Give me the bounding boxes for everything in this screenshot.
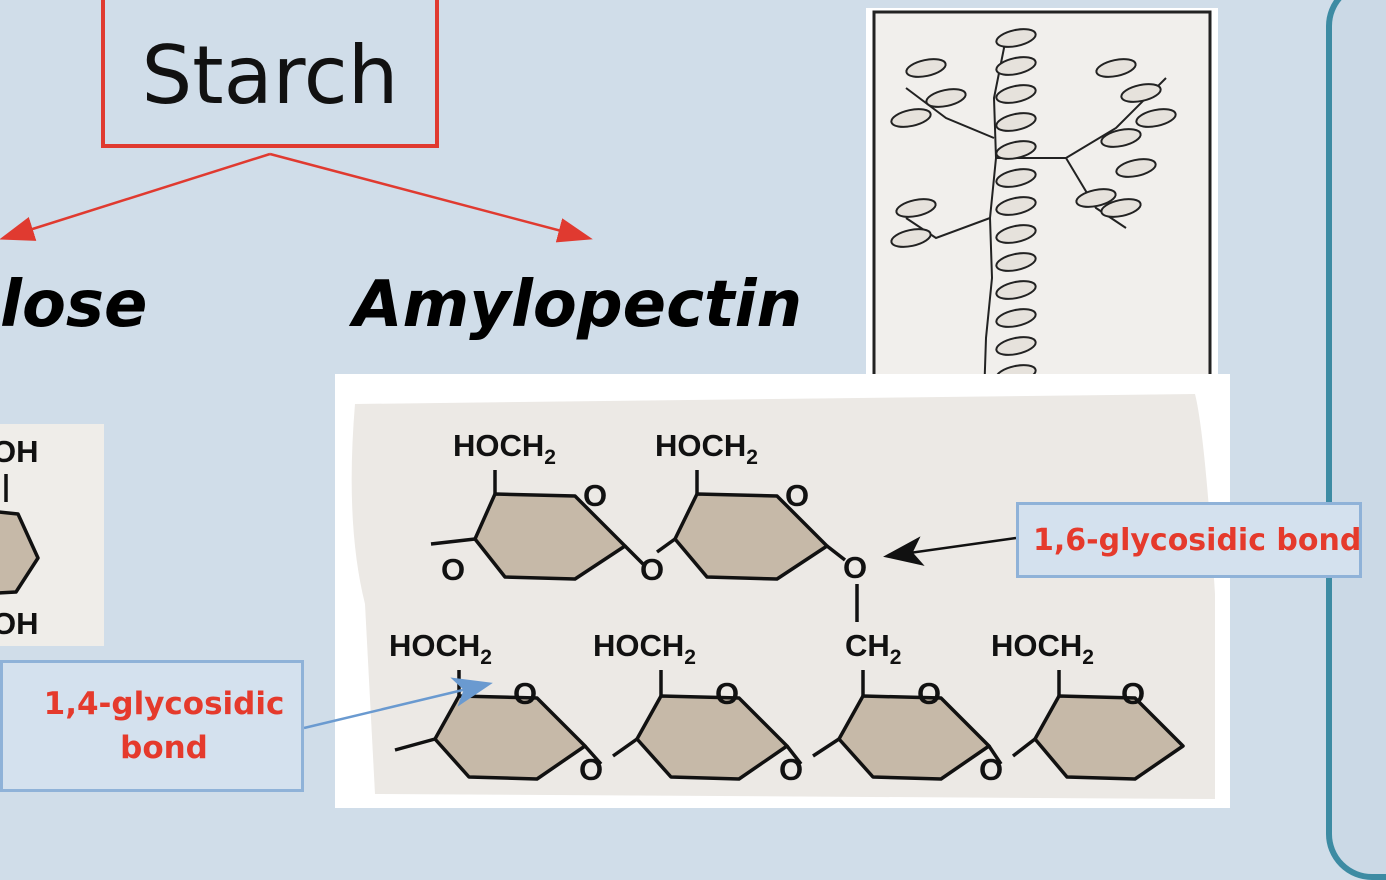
glucose-loop <box>905 58 947 78</box>
hoch2-label: HOCH2 <box>453 428 556 469</box>
glycosidic-oxygen: O <box>640 552 664 587</box>
arrow-to-amylose <box>0 152 271 241</box>
glucose-loop <box>1120 83 1162 103</box>
branch-arrows <box>0 152 593 243</box>
arrow-1-4-bond <box>303 677 493 730</box>
glucose-loop <box>995 84 1037 104</box>
ring-oxygen: O <box>785 478 809 513</box>
hoch2-label: HOCH2 <box>655 428 758 469</box>
ring-oxygen: O <box>1121 676 1145 711</box>
amylopectin-label: Amylopectin <box>353 268 803 342</box>
glucose-loop <box>1075 188 1117 208</box>
glucose-loop <box>1095 58 1137 78</box>
glucose-loop <box>1135 108 1177 128</box>
hoch2-label: HOCH2 <box>389 628 492 669</box>
page-title: Starch <box>141 28 399 122</box>
glucose-loop <box>995 280 1037 300</box>
callout-1-4-glycosidic-bond: 1,4-glycosidic bond <box>0 660 304 792</box>
molecule-row-top: HOCH2 O O O HOCH2 O O <box>430 428 867 622</box>
glycosidic-oxygen: O <box>979 752 1003 787</box>
ring-oxygen: O <box>715 676 739 711</box>
glucose-loop <box>995 140 1037 160</box>
glucose-loop <box>895 198 937 218</box>
glucose-loop <box>995 252 1037 272</box>
ring-oxygen: O <box>583 478 607 513</box>
amylose-label: lose <box>0 268 148 342</box>
slide-frame <box>1326 0 1386 880</box>
glycosidic-oxygen: O <box>579 752 603 787</box>
hoch2-label: HOCH2 <box>593 628 696 669</box>
glucose-loop <box>995 308 1037 328</box>
glucose-loop <box>1115 158 1157 178</box>
glucose-loop <box>995 224 1037 244</box>
arrow-to-amylopectin <box>269 152 593 243</box>
ch2-label: CH2 <box>845 628 901 669</box>
glucose-loop <box>1100 128 1142 148</box>
hoch2-label: HOCH2 <box>991 628 1094 669</box>
glucose-loop <box>925 88 967 108</box>
glucose-loop <box>890 228 932 248</box>
amylopectin-molecular-structure: HOCH2 O O O HOCH2 O O HOCH2 O O HOCH2 O … <box>335 374 1230 808</box>
glucose-loop <box>995 196 1037 216</box>
callout-1-4-line1: 1,4-glycosidic <box>43 686 285 722</box>
glucose-loop <box>890 108 932 128</box>
title-box: Starch <box>101 0 439 148</box>
callout-1-4-line2: bond <box>120 730 208 766</box>
oh-fragment-top: OH <box>0 434 39 469</box>
glucose-loop <box>995 168 1037 188</box>
glucose-loop <box>995 336 1037 356</box>
glucose-loop <box>1100 198 1142 218</box>
glucose-loop <box>995 28 1037 48</box>
arrow-1-6-bond <box>883 536 1017 566</box>
glycosidic-oxygen: O <box>441 552 465 587</box>
callout-1-6-glycosidic-bond: 1,6-glycosidic bond <box>1016 502 1362 578</box>
ring-oxygen: O <box>513 676 537 711</box>
glycosidic-oxygen: O <box>779 752 803 787</box>
glucose-loop <box>995 56 1037 76</box>
molecule-row-bottom: HOCH2 O O HOCH2 O O CH2 O O HOCH2 O <box>389 628 1185 787</box>
callout-1-6-text: 1,6-glycosidic bond <box>1033 522 1362 558</box>
amylose-structure-fragment: OH OH <box>0 424 104 646</box>
branch-oxygen: O <box>843 550 867 585</box>
amylopectin-branch-sketch <box>866 8 1218 418</box>
oh-fragment-bottom: OH <box>0 606 39 641</box>
ring-oxygen: O <box>917 676 941 711</box>
glucose-loop <box>995 112 1037 132</box>
